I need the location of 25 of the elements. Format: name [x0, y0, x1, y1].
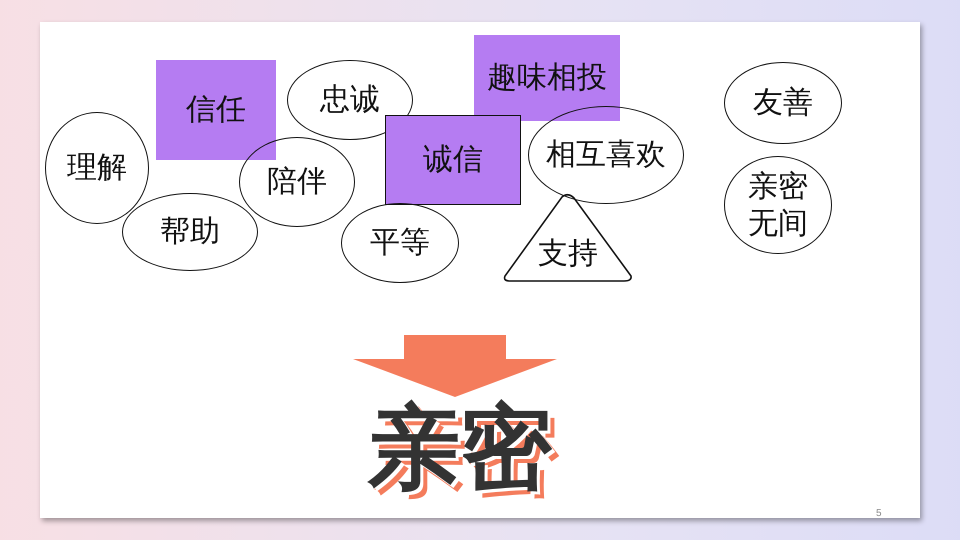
bubble-text: 趣味相投 — [487, 60, 607, 96]
bubble-text: 亲密无间 — [747, 168, 809, 242]
word-bubble — [724, 156, 832, 254]
highlighted-bubble — [385, 115, 521, 205]
result-text: 亲密 — [360, 393, 560, 503]
word-bubble — [724, 62, 842, 144]
bubble-text: 支持 — [538, 236, 598, 272]
bubble-text: 帮助 — [160, 214, 220, 250]
highlighted-bubble — [474, 35, 620, 121]
block-arrow — [353, 335, 557, 397]
bubble-text: 友善 — [753, 85, 813, 122]
word-bubble — [341, 203, 459, 283]
bubble-text: 诚信 — [423, 142, 483, 178]
word-bubble — [45, 112, 149, 224]
bubble-text: 平等 — [370, 225, 430, 262]
bubble-text: 相互喜欢 — [546, 137, 666, 174]
word-bubble — [528, 106, 684, 204]
bubble-text: 理解 — [67, 150, 127, 186]
bubble-text: 信任 — [186, 92, 246, 128]
bubble-text: 陪伴 — [267, 164, 327, 200]
bubble-text: 忠诚 — [320, 82, 380, 118]
word-bubble — [239, 137, 355, 227]
highlighted-bubble — [156, 60, 276, 160]
page-number: 5 — [876, 508, 882, 519]
word-bubble — [122, 193, 258, 271]
